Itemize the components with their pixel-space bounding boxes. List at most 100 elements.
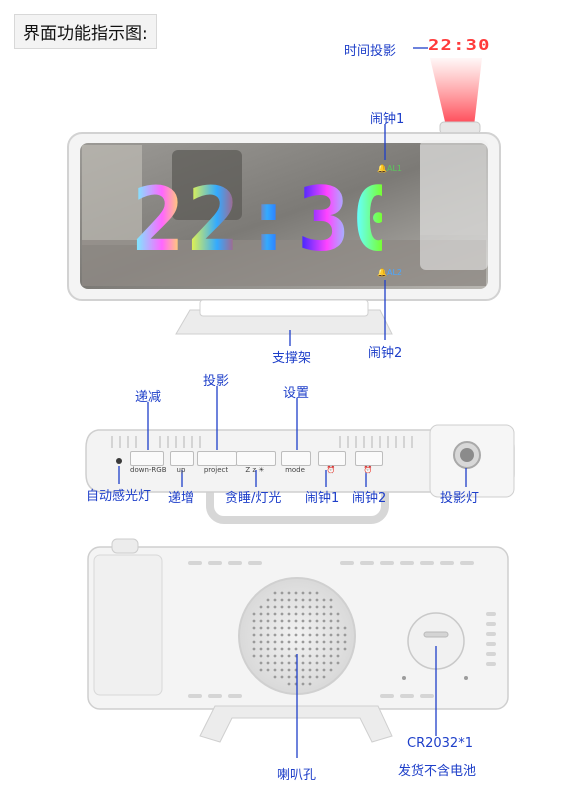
label-projection-light: 投影灯	[440, 491, 480, 506]
label-time-projection: 时间投影	[344, 44, 397, 59]
speaker-hole	[301, 654, 305, 658]
speaker-hole	[301, 661, 305, 665]
speaker-hole	[308, 675, 312, 679]
projected-time: 22:30	[428, 36, 491, 54]
top-button-4[interactable]	[281, 451, 311, 466]
speaker-hole	[259, 668, 263, 672]
speaker-hole	[280, 647, 284, 651]
speaker-hole	[322, 640, 326, 644]
speaker-hole	[308, 612, 312, 616]
speaker-hole	[287, 612, 291, 616]
speaker-hole	[308, 661, 312, 665]
label-snooze-light: 贪睡/灯光	[225, 491, 282, 506]
speaker-hole	[322, 605, 326, 609]
speaker-hole	[259, 633, 263, 637]
speaker-hole	[266, 612, 270, 616]
speaker-hole	[287, 619, 291, 623]
label-speaker: 喇叭孔	[277, 768, 317, 783]
speaker-hole	[336, 661, 340, 665]
speaker-hole	[322, 654, 326, 658]
speaker-hole	[280, 598, 284, 602]
speaker-hole	[294, 619, 298, 623]
speaker-hole	[259, 647, 263, 651]
speaker-hole	[287, 668, 291, 672]
label-decrease: 递减	[135, 390, 162, 405]
speaker-hole	[315, 640, 319, 644]
bell-icon: 🔔	[377, 268, 387, 277]
label-battery-note: 发货不含电池	[398, 764, 477, 779]
speaker-hole	[266, 661, 270, 665]
speaker-hole	[315, 675, 319, 679]
speaker-hole	[315, 612, 319, 616]
speaker-hole	[336, 612, 340, 616]
speaker-hole	[252, 640, 256, 644]
speaker-hole	[315, 633, 319, 637]
speaker-hole	[252, 626, 256, 630]
speaker-hole	[343, 640, 347, 644]
speaker-hole	[315, 668, 319, 672]
speaker-hole	[280, 626, 284, 630]
speaker-hole	[322, 647, 326, 651]
speaker-hole	[259, 626, 263, 630]
speaker-hole	[287, 591, 291, 595]
top-button-0[interactable]	[130, 451, 164, 466]
speaker-hole	[329, 612, 333, 616]
speaker-hole	[294, 612, 298, 616]
speaker-hole	[308, 591, 312, 595]
speaker-hole	[266, 626, 270, 630]
speaker-hole	[301, 612, 305, 616]
top-button-3[interactable]	[236, 451, 276, 466]
speaker-hole	[287, 633, 291, 637]
top-button-5[interactable]	[318, 451, 346, 466]
speaker-hole	[294, 633, 298, 637]
speaker-hole	[294, 591, 298, 595]
top-button-2[interactable]	[197, 451, 237, 466]
speaker-hole	[287, 605, 291, 609]
top-button-1[interactable]	[170, 451, 194, 466]
speaker-hole	[280, 654, 284, 658]
speaker-hole	[315, 591, 319, 595]
label-auto-light: 自动感光灯	[86, 489, 152, 504]
speaker-hole	[329, 598, 333, 602]
projector-knob	[111, 538, 139, 554]
top-button-label-4: mode	[285, 466, 305, 474]
speaker-hole	[259, 612, 263, 616]
top-button-6[interactable]	[355, 451, 383, 466]
speaker-hole	[308, 605, 312, 609]
label-alarm1-top: 闹钟1	[305, 491, 340, 506]
label-stand: 支撑架	[272, 351, 312, 366]
speaker-hole	[266, 619, 270, 623]
label-alarm1-front: 闹钟1	[370, 112, 405, 127]
top-button-label-3: Z z ☀	[245, 466, 265, 474]
speaker-hole	[287, 654, 291, 658]
speaker-hole	[252, 619, 256, 623]
top-button-label-6: ⏰	[363, 466, 373, 474]
alarm1-indicator: 🔔AL1	[377, 164, 402, 173]
speaker-holes	[252, 591, 347, 686]
speaker-hole	[287, 640, 291, 644]
speaker-hole	[273, 626, 277, 630]
alarm2-indicator: 🔔AL2	[377, 268, 402, 277]
speaker-hole	[322, 598, 326, 602]
speaker-hole	[322, 675, 326, 679]
speaker-hole	[273, 605, 277, 609]
speaker-hole	[259, 661, 263, 665]
speaker-hole	[273, 598, 277, 602]
speaker-hole	[294, 598, 298, 602]
speaker-hole	[259, 654, 263, 658]
speaker-hole	[280, 640, 284, 644]
clock-back-stand	[199, 705, 393, 743]
speaker-hole	[252, 647, 256, 651]
speaker-hole	[301, 633, 305, 637]
speaker-hole	[308, 598, 312, 602]
speaker-hole	[301, 640, 305, 644]
speaker-hole	[266, 598, 270, 602]
speaker-hole	[329, 633, 333, 637]
speaker-hole	[322, 619, 326, 623]
top-button-label-2: project	[203, 466, 229, 474]
speaker-hole	[315, 619, 319, 623]
speaker-hole	[308, 647, 312, 651]
speaker-hole	[273, 668, 277, 672]
label-projection-button: 投影	[203, 374, 230, 389]
speaker-hole	[294, 640, 298, 644]
